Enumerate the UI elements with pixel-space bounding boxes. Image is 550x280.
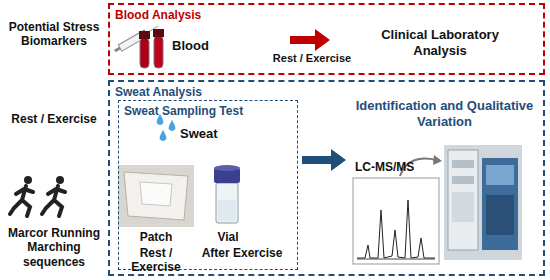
text-label: Potential Stress Biomarkers — [2, 20, 106, 49]
vial-image — [214, 165, 240, 223]
text-label: Vial — [200, 230, 256, 244]
text-label: Clinical Laboratory Analysis — [365, 27, 515, 58]
region-title: Blood Analysis — [110, 6, 206, 24]
text-label: Rest / Exercise — [116, 246, 196, 275]
text-label: Sweat — [180, 126, 240, 142]
text-label: Blood — [172, 38, 232, 54]
text-label: LC-MS/MS — [355, 160, 445, 174]
text-label: Patch — [116, 230, 196, 244]
instrument-photo — [444, 145, 522, 260]
sweat-drop-icon — [157, 114, 176, 141]
text-label: Marcor Running Marching sequences — [2, 226, 106, 269]
text-label: Rest / Exercise — [6, 112, 102, 126]
sampling-test-box: Sweat Sampling Test — [118, 100, 298, 270]
runner-icon — [10, 176, 65, 216]
patch-image — [118, 165, 194, 227]
red-arrow — [290, 29, 330, 51]
blue-arrow — [302, 149, 346, 171]
arrow-head — [433, 155, 442, 165]
chromatogram-image — [353, 178, 439, 264]
text-label: Identification and Qualitative Variation — [352, 98, 537, 129]
text-label: After Exercise — [196, 246, 288, 260]
text-label: Rest / Exercise — [272, 52, 352, 65]
region-title: Sweat Analysis — [110, 83, 207, 101]
blood-tube-icon — [113, 23, 164, 68]
region-title: Sweat Sampling Test — [119, 102, 248, 120]
